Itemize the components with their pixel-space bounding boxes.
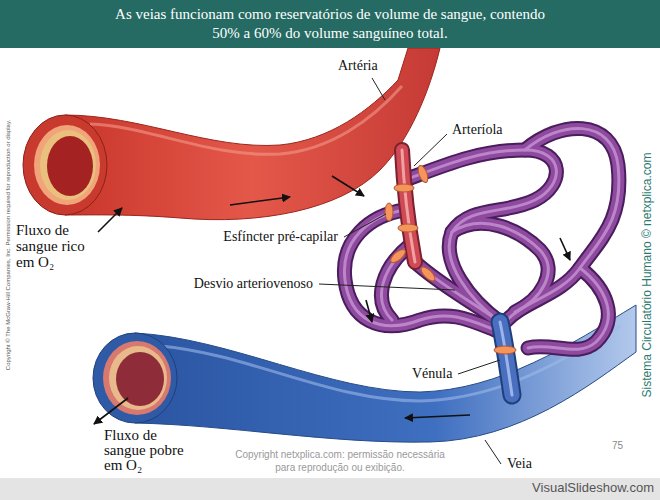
shunt [415, 262, 500, 322]
sphincters [385, 164, 516, 354]
leader-line [485, 440, 501, 464]
arteriole-outline [402, 150, 415, 262]
capillary [382, 245, 410, 320]
vein-media [103, 341, 171, 415]
artery-media [34, 125, 100, 205]
footer-strip [0, 478, 660, 500]
sphincter [419, 265, 437, 283]
sphincter [398, 224, 418, 232]
slide-title: As veias funcionam como reservatórios de… [110, 0, 550, 43]
vein-intima [109, 346, 167, 410]
arteriole [402, 150, 415, 262]
flow-arrow [94, 398, 128, 424]
flow-arrow [405, 415, 470, 418]
leader-line [344, 214, 386, 237]
capillary [344, 210, 495, 330]
sphincter [385, 203, 393, 221]
flow-label: Fluxo de sangue rico em O₂ [16, 222, 96, 270]
sphincter [389, 247, 408, 265]
vessel-label: Artéria [336, 58, 380, 74]
flow-arrow [230, 197, 290, 205]
shunt [415, 262, 500, 322]
part-label: Desvio arteriovenoso [192, 276, 315, 292]
capillary [382, 245, 410, 320]
vessel-label: Arteríola [450, 122, 505, 138]
sphincter [416, 164, 430, 184]
capillary [405, 150, 556, 322]
venule-highlight [500, 322, 512, 395]
venule [500, 322, 512, 395]
sphincter [394, 184, 414, 192]
vein-lumen [116, 352, 164, 406]
vein-highlight [160, 326, 620, 401]
slide-ground [0, 0, 660, 478]
capillary [528, 268, 608, 349]
title-band: As veias funcionam como reservatórios de… [0, 0, 660, 48]
leader-line [414, 134, 447, 166]
arteriole-highlight [402, 150, 415, 262]
flow-arrow [560, 238, 570, 260]
watermark: VisualSlideshow.com [532, 481, 654, 496]
artery-body [65, 48, 440, 220]
flow-arrow [98, 208, 122, 232]
flow-label: Fluxo de sangue pobre em O₂ [104, 428, 194, 473]
part-label: Esfíncter pré-capilar [221, 229, 340, 245]
flow-arrows [94, 176, 570, 424]
capillary [382, 245, 410, 320]
page-number: 75 [612, 440, 623, 452]
side-credit: Sistema Circulatório Humano © netxplica.… [641, 153, 655, 398]
vessel-label: Veia [505, 456, 534, 472]
sphincter [494, 346, 516, 354]
artery-highlight [90, 86, 402, 154]
flow-arrow [332, 176, 364, 196]
flow-arrow [366, 300, 372, 322]
copyright-note: Copyright netxplica.com: permissão neces… [235, 448, 445, 474]
leader-line [372, 78, 385, 100]
copyright-note: Copyright © The McGraw-Hill Companies, I… [5, 120, 12, 370]
venule-outline [500, 322, 512, 395]
artery-wall [23, 115, 107, 215]
vessel-label: Vénula [410, 366, 454, 382]
capillary [405, 150, 556, 322]
artery-intima [40, 130, 96, 200]
leader-line [319, 284, 455, 290]
artery-lumen [47, 136, 93, 196]
vein-wall [93, 333, 177, 423]
leader-line [458, 360, 500, 374]
capillary [405, 150, 556, 322]
